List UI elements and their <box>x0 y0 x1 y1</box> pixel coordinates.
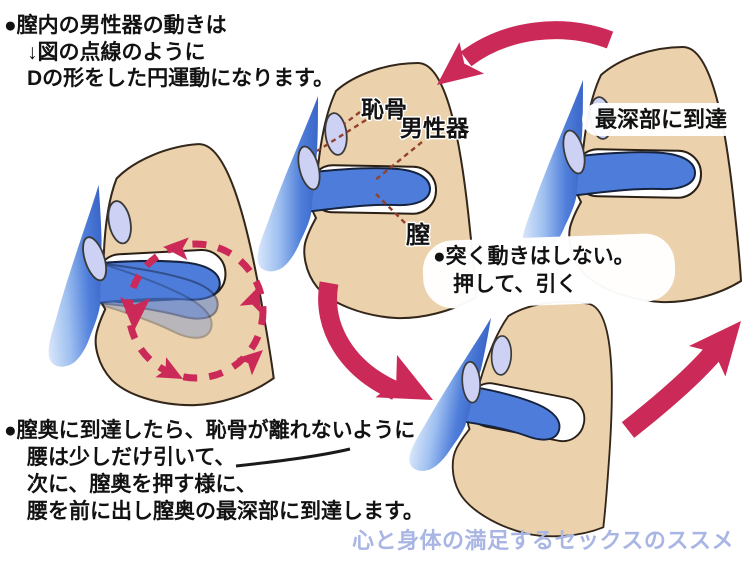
bottom-note-line2: 腰は少しだけ引いて、 <box>27 446 236 469</box>
label-pubic-bone: 恥骨 <box>361 96 407 122</box>
arrow-center-to-bottom <box>318 281 444 422</box>
push-note-line2: 押して、引く <box>453 273 578 296</box>
top-note-line2: ↓図の点線のように <box>27 41 206 64</box>
bottom-note-line1: ●膣奥に到達したら、恥骨が離れないように <box>4 419 416 442</box>
label-vagina: 膣 <box>406 222 430 249</box>
bottom-note-line4: 腰を前に出し膣奥の最深部に到達します。 <box>27 500 424 523</box>
motion-circle <box>118 235 271 390</box>
figure-center-labelled <box>257 62 477 320</box>
bottom-note-line3: 次に、膣奥を押す様に、 <box>27 473 257 496</box>
watermark-text: 心と身体の満足するセックスのススメ <box>352 528 734 553</box>
figure-left-circular-motion <box>37 139 277 413</box>
label-leader-lines <box>316 111 423 224</box>
top-note-line1: ●膣内の男性器の動きは <box>4 14 227 37</box>
top-note-line3: Dの形をした円運動になります。 <box>27 67 335 90</box>
arrow-bottom-to-right <box>621 305 750 438</box>
text-leader-swoosh <box>235 447 351 468</box>
label-male-organ: 男性器 <box>400 115 469 141</box>
arrow-top-right-to-center <box>424 21 614 101</box>
figure-bottom-pullback <box>407 284 643 548</box>
push-note-line1: ●突く動きはしない。 <box>433 245 635 268</box>
label-deepest-point: 最深部に到達 <box>582 103 741 137</box>
